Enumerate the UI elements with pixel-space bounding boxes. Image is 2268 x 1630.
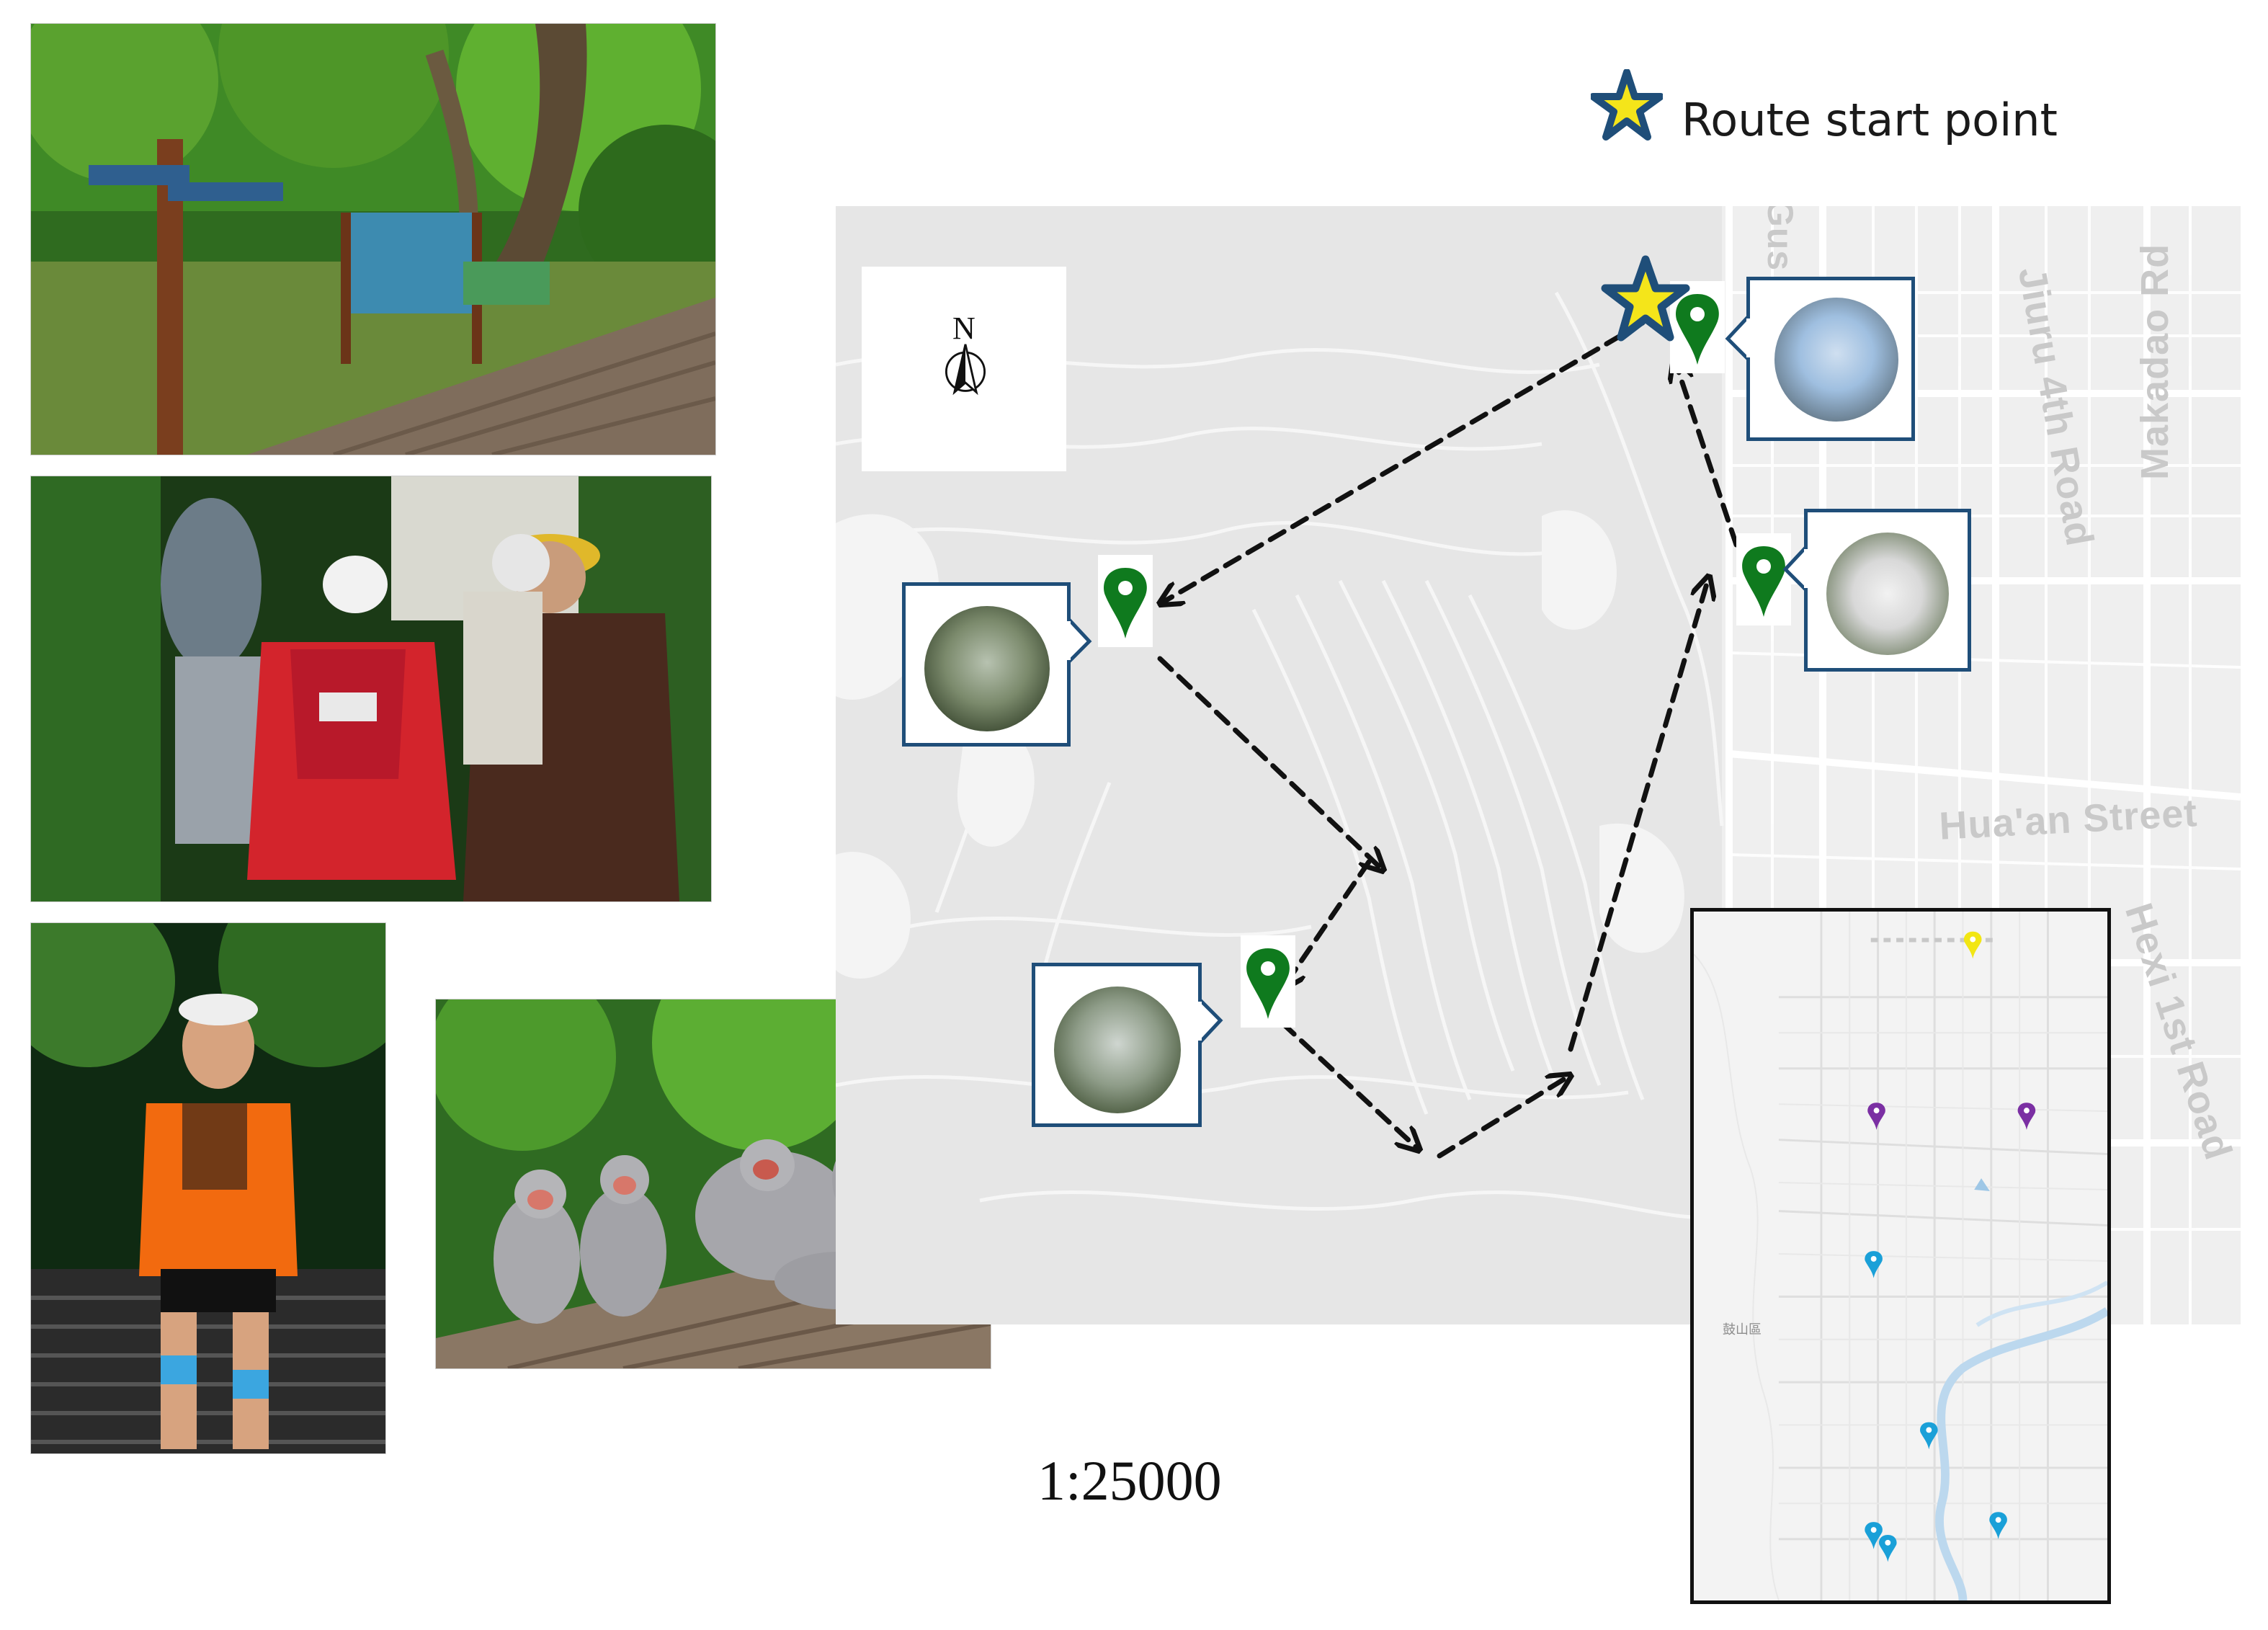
inset-pin-start bbox=[1963, 931, 1982, 959]
north-arrow-icon bbox=[945, 344, 986, 396]
hikers-on-stairs-photo bbox=[30, 476, 712, 902]
inset-district-label: 鼓山區 bbox=[1723, 1322, 1762, 1337]
overview-inset-map[interactable]: 鼓山區 bbox=[1690, 908, 2111, 1604]
inset-pin-blue-3 bbox=[1989, 1512, 2007, 1539]
pano-callout-east[interactable] bbox=[1804, 509, 1971, 672]
inset-pin-blue-1 bbox=[1865, 1251, 1883, 1278]
street-label-makadao-rd: Makadao Rd bbox=[2133, 243, 2177, 480]
star-icon bbox=[1591, 69, 1663, 141]
pano-thumbnail-start bbox=[1774, 298, 1898, 422]
inset-map-base bbox=[1694, 912, 2107, 1600]
runner-on-steps-photo bbox=[30, 922, 386, 1454]
pano-callout-west[interactable] bbox=[902, 582, 1071, 747]
inset-pin-blue-4 bbox=[1865, 1522, 1883, 1549]
trail-signpost-photo bbox=[30, 23, 716, 455]
map-scale: 1:25000 bbox=[1037, 1449, 1222, 1512]
street-label-gus: Gus bbox=[1760, 206, 1800, 272]
pano-callout-south[interactable] bbox=[1032, 963, 1202, 1127]
inset-pin-purple-2 bbox=[2017, 1103, 2036, 1130]
pano-thumbnail-west bbox=[924, 606, 1050, 731]
pano-thumbnail-east bbox=[1826, 533, 1949, 655]
pano-callout-start[interactable] bbox=[1746, 277, 1915, 441]
inset-pin-blue-2 bbox=[1920, 1422, 1938, 1450]
inset-pin-purple-1 bbox=[1867, 1103, 1885, 1130]
inset-pin-blue-5 bbox=[1879, 1534, 1897, 1562]
legend-label: Route start point bbox=[1682, 94, 2058, 146]
pano-thumbnail-south bbox=[1054, 987, 1181, 1113]
north-label: N bbox=[952, 311, 975, 346]
north-arrow-box: N bbox=[862, 267, 1066, 471]
